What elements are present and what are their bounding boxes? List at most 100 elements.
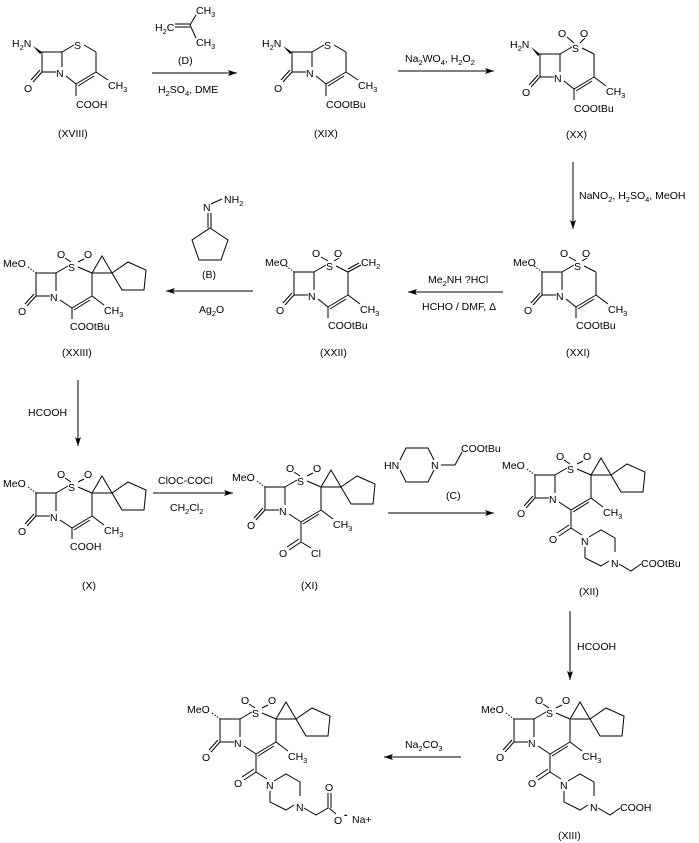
- negative-charge: -: [344, 809, 348, 821]
- compound-XX: H2N S O O N CH3 O COOtBu (XX): [510, 28, 625, 141]
- cyclopropane-ring: [590, 457, 612, 476]
- ester-group: COOtBu: [461, 443, 501, 455]
- ring-nitrogen: N: [554, 73, 562, 85]
- compound-XVIII: H2N S N CH3 O COOH (XVIII): [12, 38, 127, 140]
- compound-X: MeO S O O N CH3 O COOH (X): [3, 469, 147, 592]
- cyclopropane-ring: [275, 701, 297, 720]
- compound-final: MeO S O O N CH3 O O N N O O - Na+: [187, 695, 372, 827]
- ring-sulfur: S: [68, 482, 75, 494]
- sulfone-oxygen-1: O: [286, 463, 294, 475]
- compound-label: (XXI): [566, 347, 590, 359]
- reagent-D-label: (D): [178, 55, 193, 67]
- sulfone-oxygen-1: O: [560, 248, 568, 260]
- methyl-top: CH3: [196, 5, 215, 19]
- compound-label: (XI): [301, 580, 318, 592]
- methoxy-group: MeO: [502, 460, 525, 472]
- methoxy-group: MeO: [265, 257, 288, 269]
- carbonyl-oxygen: O: [247, 520, 255, 532]
- reagent-below: Ag2O: [199, 304, 224, 318]
- methoxy-group: MeO: [481, 704, 504, 716]
- nitrogen: N: [431, 460, 439, 472]
- reagent-C-label: (C): [446, 490, 461, 502]
- carbonyl-oxygen: O: [18, 526, 26, 538]
- compound-label: (XX): [566, 129, 587, 141]
- ring-sulfur: S: [297, 476, 304, 488]
- amino-group: NH2: [224, 194, 243, 208]
- reagent-below: H2SO4, DME: [158, 84, 218, 98]
- piperazine-n1: N: [266, 780, 274, 792]
- reaction-arrow-4: Me2NH ?HCl HCHO / DMF, Δ: [408, 274, 503, 313]
- reaction-arrow-3: NaNO2, H2SO4, MeOH: [570, 162, 685, 229]
- sulfone-oxygen-1: O: [57, 249, 65, 261]
- carboxylate-oxygen: O: [325, 782, 333, 794]
- side-chain-acid: COOH: [620, 802, 652, 814]
- reagent-above: Me2NH ?HCl: [428, 274, 488, 288]
- reagent-side: HCOOH: [577, 641, 616, 653]
- compound-label: (XVIII): [58, 128, 88, 140]
- reaction-arrow-1: H2C CH3 CH3 (D) H2SO4, DME: [152, 5, 237, 98]
- amide-oxygen: O: [549, 534, 557, 546]
- cyclopentane-ring: [340, 475, 376, 505]
- compound-XI: MeO S O O N CH3 O O Cl (XI): [232, 463, 376, 592]
- methyl-group: CH3: [606, 86, 625, 100]
- chloride: Cl: [311, 548, 321, 560]
- ring-sulfur: S: [546, 708, 553, 720]
- acyl-oxygen: O: [279, 548, 287, 560]
- sulfone-oxygen-2: O: [313, 463, 321, 475]
- piperazine-n4: N: [296, 802, 304, 814]
- methyl-group: CH3: [582, 751, 601, 765]
- reagent-below: HCHO / DMF, Δ: [422, 301, 496, 313]
- sulfone-oxygen-2: O: [84, 249, 92, 261]
- ester-group: COOtBu: [326, 99, 366, 111]
- methyl-group: CH3: [608, 304, 627, 318]
- cyclopropane-ring: [569, 701, 591, 720]
- carboxyl-group: COOH: [76, 99, 108, 111]
- ring-nitrogen: N: [56, 68, 64, 80]
- wedge-bond: [33, 46, 42, 54]
- ring-nitrogen: N: [306, 68, 314, 80]
- sulfone-oxygen-2: O: [334, 248, 342, 260]
- amine-group: H2N: [12, 38, 31, 52]
- sulfone-oxygen-2: O: [84, 469, 92, 481]
- cyclopentane-ring: [111, 261, 147, 291]
- methylene-group: CH2: [361, 257, 380, 271]
- cyclopropane-ring: [91, 475, 113, 494]
- wedge-bond: [283, 46, 292, 54]
- sulfone-oxygen-2: O: [582, 248, 590, 260]
- cyclopentane-ring: [589, 707, 625, 737]
- ring-sulfur: S: [326, 261, 333, 273]
- cyclopentane-ring: [610, 463, 646, 493]
- methyl-group: CH3: [603, 507, 622, 521]
- compound-XXIII: MeO S O O N CH3 O COOtBu (XXIII): [3, 249, 147, 359]
- piperazine-n4: N: [611, 558, 619, 570]
- ring-nitrogen: N: [549, 494, 557, 506]
- ring-nitrogen: N: [528, 738, 536, 750]
- h2c-group: H2C: [155, 22, 175, 36]
- piperazine-n1: N: [581, 536, 589, 548]
- amide-oxygen: O: [528, 778, 536, 790]
- methoxy-group: MeO: [3, 258, 26, 270]
- reagent-below: CH2Cl2: [170, 502, 203, 516]
- sulfone-oxygen-2: O: [562, 695, 570, 707]
- carbonyl-oxygen: O: [524, 305, 532, 317]
- ring-nitrogen: N: [308, 291, 316, 303]
- cyclopentane-ring: [111, 481, 147, 511]
- methyl-group: CH3: [358, 80, 377, 94]
- sulfone-oxygen-2: O: [268, 695, 276, 707]
- reagent-above: Na2WO4, H2O2: [405, 53, 475, 67]
- carbonyl-oxygen: O: [276, 305, 284, 317]
- methoxy-group: MeO: [232, 472, 255, 484]
- carbonyl-oxygen: O: [24, 83, 32, 95]
- methyl-group: CH3: [360, 304, 379, 318]
- carbonyl-oxygen: O: [274, 83, 282, 95]
- compound-label: (X): [82, 580, 96, 592]
- methyl-bottom: CH3: [196, 37, 215, 51]
- sulfone-oxygen-2: O: [580, 28, 588, 40]
- reagent-D: H2C CH3 CH3 (D): [155, 5, 215, 67]
- methyl-group: CH3: [104, 305, 123, 319]
- ring-sulfur: S: [572, 43, 579, 55]
- ring-sulfur: S: [252, 708, 259, 720]
- ring-nitrogen: N: [50, 512, 58, 524]
- ester-group: COOtBu: [574, 103, 614, 115]
- carboxyl-group: COOH: [70, 541, 102, 553]
